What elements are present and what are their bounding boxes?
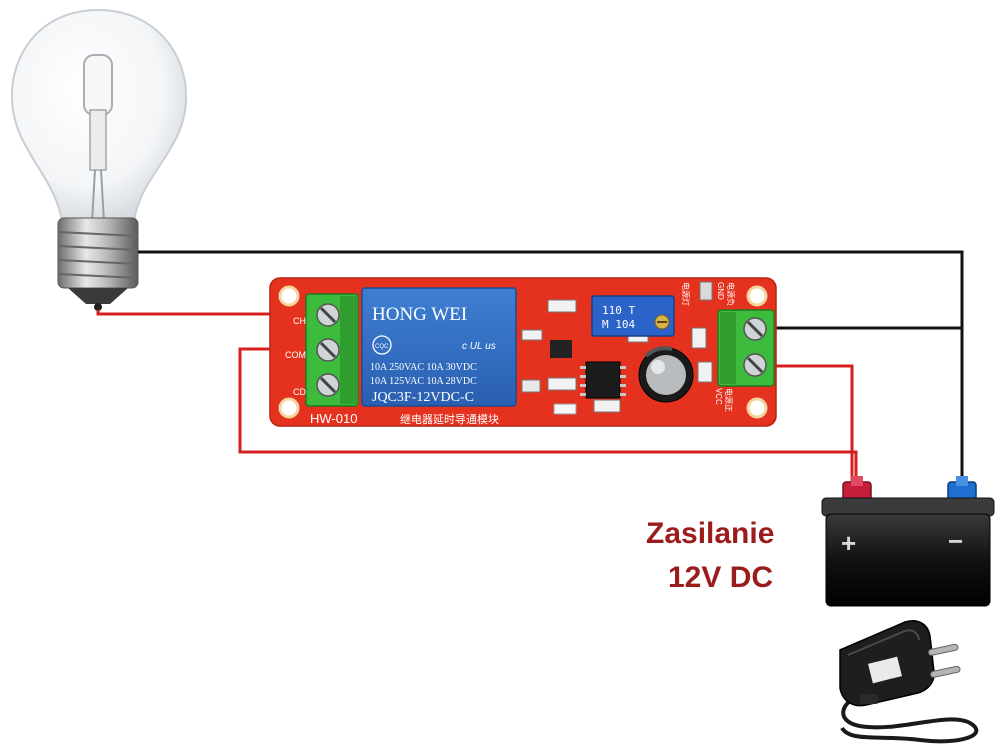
terminal-block-left	[305, 293, 359, 407]
cqc-mark	[372, 335, 392, 355]
potentiometer: 110 T M 104	[591, 295, 675, 337]
terminal-label-gnd: GND	[716, 282, 725, 300]
mount-hole	[746, 285, 768, 307]
wire-red-com	[238, 347, 858, 484]
gnd-label-cn: 电源负	[726, 282, 736, 306]
relay: HONG WEI CQC c UL us 10A 250VAC 10A 30VD…	[361, 287, 517, 407]
vcc-label-cn: 电源正	[724, 388, 734, 412]
relay-board: CH COM CD HONG WEI CQC c UL us 10A 250VA…	[269, 277, 777, 427]
wire-red-vcc	[772, 364, 854, 484]
board-title-cn: 继电器延时导通模块	[400, 413, 499, 426]
terminal-label-cd: CD	[293, 387, 306, 397]
pot-label-2: M 104	[602, 318, 635, 331]
battery-minus-sign: −	[948, 526, 963, 556]
pot-label-1: 110 T	[602, 304, 635, 317]
adapter-cable	[840, 690, 979, 744]
terminal-label-vcc: VCC	[714, 388, 723, 405]
caption-line-1: Zasilanie	[646, 517, 774, 550]
light-bulb	[10, 8, 188, 311]
wires	[96, 250, 964, 484]
relay-rating-1: 10A 250VAC 10A 30VDC	[370, 362, 477, 373]
relay-rating-2: 10A 125VAC 10A 28VDC	[370, 376, 477, 387]
power-adapter	[839, 620, 979, 744]
battery: + −	[821, 476, 995, 607]
caption-line-2: 12V DC	[668, 561, 773, 594]
relay-cert: CQC	[375, 344, 389, 350]
relay-ul-mark: c UL us	[462, 341, 496, 352]
ic-chip	[580, 361, 626, 413]
mount-hole	[746, 397, 768, 419]
wire-black-bulb	[138, 250, 964, 484]
battery-plus-sign: +	[841, 528, 856, 558]
mount-hole	[278, 397, 300, 419]
terminal-label-com: COM	[285, 350, 306, 360]
battery-body	[825, 513, 991, 607]
mount-hole	[278, 285, 300, 307]
led-label-cn: 电源灯	[681, 282, 691, 306]
relay-part-number: JQC3F-12VDC-C	[372, 390, 474, 405]
halogen-capsule	[83, 54, 113, 116]
wire-red-bulb	[96, 310, 320, 316]
terminal-label-ch: CH	[293, 316, 306, 326]
terminal-block-right	[717, 309, 775, 387]
board-model: HW-010	[310, 411, 357, 426]
smd-components	[521, 281, 713, 415]
relay-brand: HONG WEI	[372, 304, 467, 325]
capacitor	[638, 346, 694, 403]
